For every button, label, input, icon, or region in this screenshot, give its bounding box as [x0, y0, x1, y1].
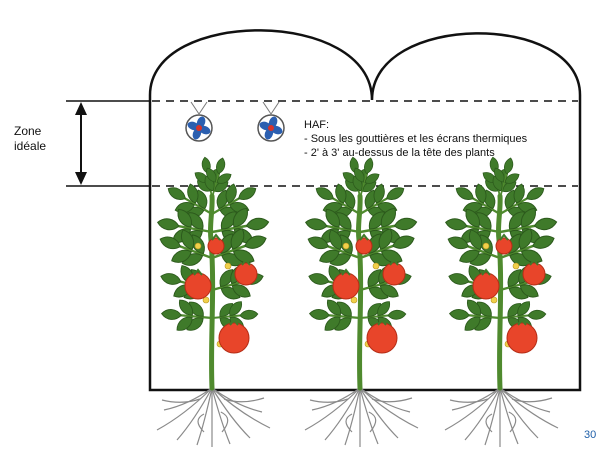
fan-icon	[186, 102, 212, 141]
zone-arrow-up	[75, 102, 87, 115]
tomato-plant	[153, 154, 273, 447]
zone-label-line1: Zone	[14, 124, 74, 139]
haf-note-line1: - Sous les gouttières et les écrans ther…	[304, 132, 594, 146]
zone-label: Zone idéale	[14, 124, 74, 154]
haf-note: HAF: - Sous les gouttières et les écrans…	[304, 118, 594, 160]
tomato-plant	[441, 154, 561, 447]
zone-label-line2: idéale	[14, 139, 74, 154]
zone-arrow-down	[75, 172, 87, 185]
page-number: 30	[584, 428, 596, 442]
haf-note-title: HAF:	[304, 118, 594, 132]
haf-note-line2: - 2' à 3' au-dessus de la tête des plant…	[304, 146, 594, 160]
tomato-plant	[301, 154, 421, 447]
fans-group	[186, 102, 284, 141]
fan-icon	[258, 102, 284, 141]
plants-group	[153, 154, 561, 447]
